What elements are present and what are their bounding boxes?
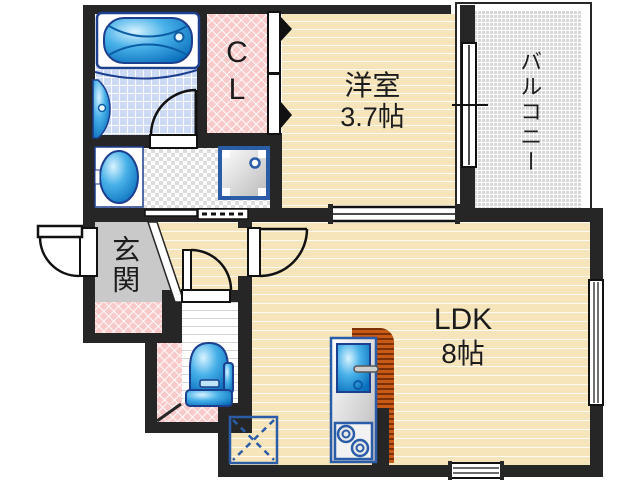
window-post-right: [500, 461, 504, 480]
wall-washroom-east: [270, 133, 282, 222]
entrance-step: [146, 221, 186, 303]
wall-toilet-west: [145, 333, 157, 433]
entrance-porch: [95, 302, 162, 333]
wall-porch-bottom: [83, 333, 162, 343]
entrance-label: 玄関: [109, 235, 141, 295]
window-post-left: [448, 461, 452, 480]
wall-top: [83, 5, 451, 14]
washbasin: [94, 146, 144, 208]
balcony-label: バルコニー: [517, 49, 543, 175]
closet-door-arrow-top: [281, 17, 292, 41]
toilet-door-swing-arc: [190, 248, 233, 291]
refrigerator-space: [228, 415, 279, 465]
wall-toilet-west-pier: [218, 403, 230, 477]
wall-ldk-east-lower: [590, 405, 603, 477]
closet-door-arrow-bottom: [281, 102, 292, 128]
wall-westernroom-south: [270, 208, 331, 222]
bathroom-door-opening[interactable]: [149, 134, 198, 149]
ldk-floor: [230, 222, 590, 465]
ldk-east-window[interactable]: [588, 279, 604, 406]
wall-toilet-bottom: [145, 422, 230, 433]
ldk-bottom-window[interactable]: [450, 462, 502, 479]
porch-corner-diagonal: [156, 402, 182, 423]
closet-door-panel-bottom[interactable]: [267, 73, 281, 135]
front-door-swing-arc: [38, 236, 80, 278]
ldk-label: LDK 8帖: [388, 303, 538, 370]
wall-ldk-north-east: [457, 208, 603, 222]
western-room-size: 3.7帖: [340, 102, 405, 133]
wall-bath-closet: [197, 5, 207, 148]
wall-west-lower: [83, 276, 95, 343]
bathroom-counter: [92, 79, 111, 139]
washroom-sliding-panel[interactable]: [144, 209, 198, 217]
ldk-size: 8帖: [441, 337, 485, 369]
closet-label: CL: [220, 36, 254, 110]
western-room-floor: [282, 13, 460, 208]
balcony-deck: [473, 10, 581, 208]
toilet-porch-vertical: [157, 342, 182, 403]
bathtub: [95, 11, 201, 70]
ldk-door-swing-arc: [259, 228, 309, 278]
toilet: [185, 341, 234, 407]
sliding-door-post-left: [328, 204, 333, 224]
wall-porch-toilet-block: [162, 290, 182, 343]
western-room-label: 洋室 3.7帖: [300, 70, 445, 133]
bathroom-door-swing-arc: [149, 88, 197, 136]
toilet-door-leaf[interactable]: [182, 249, 192, 291]
wall-ldk-east-upper: [590, 208, 603, 280]
sliding-door-post-right: [455, 204, 460, 224]
wall-ldk-bottom-left: [218, 465, 451, 477]
closet-floor: [205, 12, 268, 133]
ldk-name: LDK: [433, 303, 493, 336]
washing-machine-pan: [218, 146, 270, 200]
western-room-name: 洋室: [344, 70, 401, 101]
front-door-opening[interactable]: [79, 227, 98, 277]
front-door-leaf[interactable]: [36, 224, 84, 239]
wall-toilet-top-right: [230, 290, 238, 302]
toilet-door-opening[interactable]: [181, 289, 231, 303]
gas-stove: [333, 421, 374, 461]
wall-ldk-bottom-right: [501, 465, 603, 477]
toilet-porch-bottom: [157, 403, 218, 422]
bath-edge-curve: [94, 69, 198, 80]
wall-hall-east-lower: [238, 276, 252, 403]
wall-closet-bottom: [197, 133, 282, 148]
wall-west-upper: [83, 5, 95, 228]
ldk-door-leaf[interactable]: [247, 227, 261, 277]
closet-door-panel-top[interactable]: [267, 11, 281, 74]
